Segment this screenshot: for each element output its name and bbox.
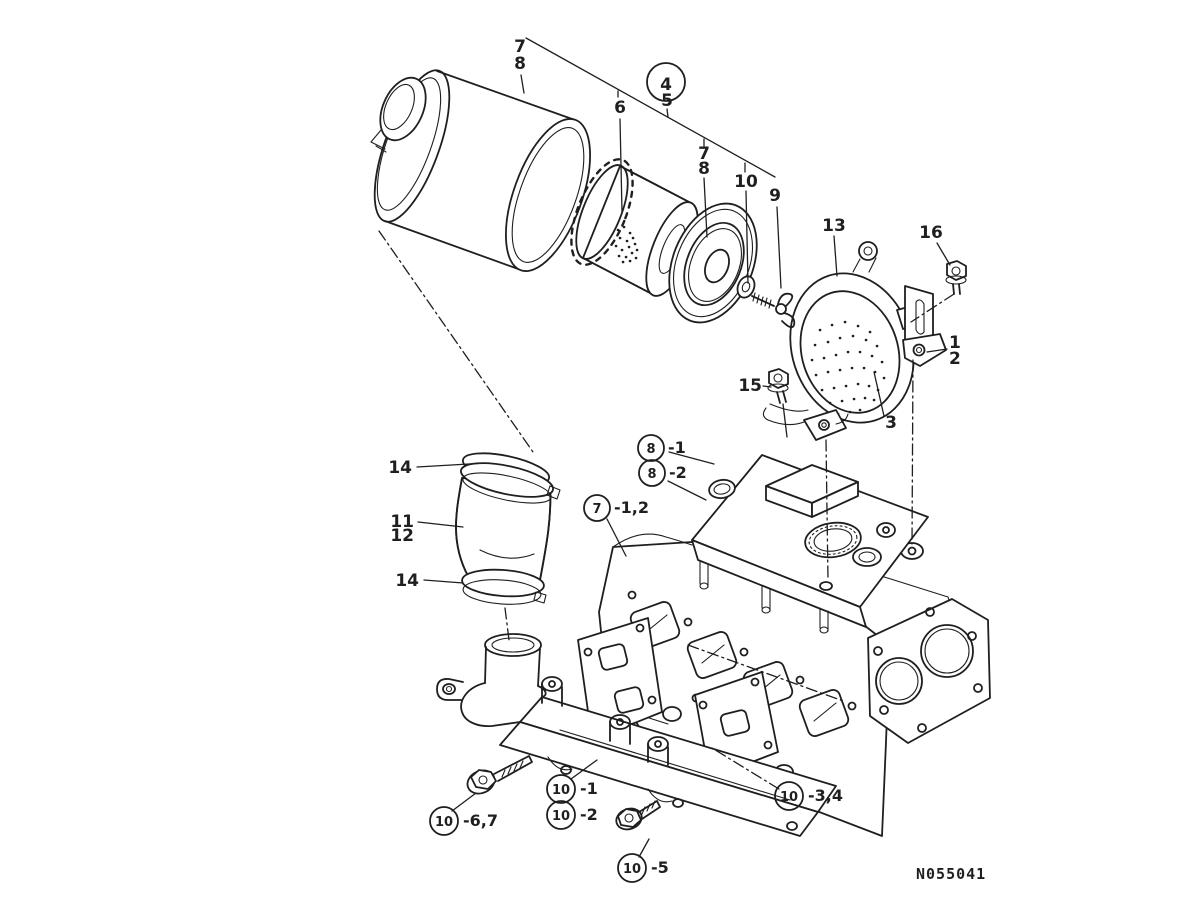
callout-10-top: 10 xyxy=(734,172,758,192)
callout-10-67: 10 -6,7 xyxy=(429,806,498,836)
callout-14-bottom: 14 xyxy=(395,571,419,591)
intake-hose xyxy=(455,452,561,605)
bolt-16 xyxy=(945,260,967,295)
callout-10-1: 10 -1 xyxy=(546,774,598,804)
callout-8-1: 8 -1 xyxy=(637,434,686,462)
doc-number: N055041 xyxy=(916,865,986,883)
callout-7-12: 7 -1,2 xyxy=(583,494,649,522)
callout-13: 13 xyxy=(822,216,846,236)
svg-text:10: 10 xyxy=(552,783,570,798)
svg-text:-6,7: -6,7 xyxy=(463,811,498,830)
svg-text:8: 8 xyxy=(647,467,656,482)
callout-14-top: 14 xyxy=(388,458,412,478)
svg-text:-2: -2 xyxy=(580,805,598,824)
callout-9: 9 xyxy=(769,186,781,206)
svg-text:10: 10 xyxy=(623,862,641,877)
filter-cover-plate xyxy=(668,202,758,324)
svg-text:-5: -5 xyxy=(651,858,669,877)
callout-1: 1 xyxy=(949,333,961,353)
svg-text:10: 10 xyxy=(552,809,570,824)
svg-text:-3,4: -3,4 xyxy=(808,786,843,805)
svg-text:-1: -1 xyxy=(580,779,598,798)
highlight-ring xyxy=(646,62,686,102)
bolt-15 xyxy=(767,368,789,404)
mount-bracket xyxy=(902,285,947,367)
callout-6: 6 xyxy=(614,98,626,118)
callout-2: 2 xyxy=(949,349,961,369)
callout-10-34: 10 -3,4 xyxy=(774,781,843,811)
callout-8-2: 8 -2 xyxy=(638,459,687,487)
svg-text:10: 10 xyxy=(780,790,798,805)
filter-element xyxy=(570,158,699,297)
svg-text:-1: -1 xyxy=(668,438,686,457)
leader-lines xyxy=(378,37,955,858)
callout-10-2: 10 -2 xyxy=(546,800,598,830)
svg-text:8: 8 xyxy=(646,442,655,457)
callouts: 7 8 6 4 5 7 8 10 9 13 16 1 2 3 15 14 11 … xyxy=(388,37,961,883)
svg-text:10: 10 xyxy=(435,815,453,830)
callout-15: 15 xyxy=(738,376,762,396)
callout-5: 5 xyxy=(661,91,673,111)
intake-manifold xyxy=(436,633,837,837)
air-cleaner-body xyxy=(370,69,591,272)
valve-cover xyxy=(691,454,929,634)
rear-gasket xyxy=(867,598,991,744)
svg-text:-2: -2 xyxy=(669,463,687,482)
callout-16: 16 xyxy=(919,223,943,243)
bolt-10-67 xyxy=(466,755,533,795)
bolt-10-5 xyxy=(615,800,661,831)
callout-4-highlighted: 4 xyxy=(660,75,672,95)
callout-11: 11 xyxy=(390,512,414,532)
callout-8-mid: 8 xyxy=(698,159,710,179)
svg-text:-1,2: -1,2 xyxy=(614,498,649,517)
callout-7-mid: 7 xyxy=(698,144,710,164)
callout-3: 3 xyxy=(885,413,897,433)
callout-7-top: 7 xyxy=(514,37,526,57)
callout-12: 12 xyxy=(390,526,414,546)
svg-text:7: 7 xyxy=(592,502,601,517)
callout-8-top: 8 xyxy=(514,54,526,74)
callout-10-5: 10 -5 xyxy=(617,853,669,883)
wing-bolt xyxy=(751,292,796,329)
